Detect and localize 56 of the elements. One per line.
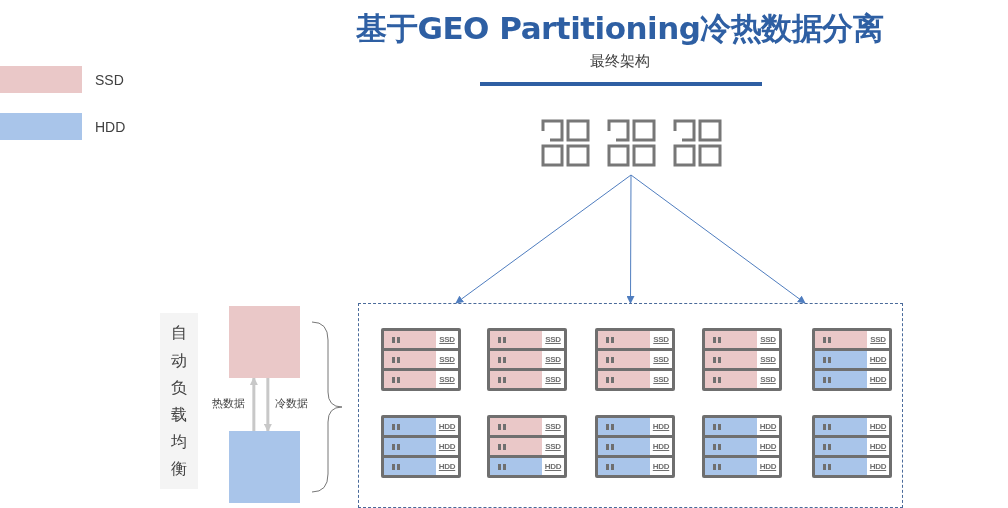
drive-label: HDD [438, 422, 456, 431]
app-icons-drawing [540, 118, 722, 168]
server-rack [381, 328, 461, 391]
storage-tier-block [229, 431, 300, 503]
drive-label: HDD [759, 442, 777, 451]
storage-tier-block [229, 306, 300, 378]
arrow [249, 377, 258, 431]
drive-label: HDD [759, 462, 777, 471]
arrow [626, 174, 635, 304]
drive-label: SSD [760, 335, 776, 344]
drive-label: SSD [760, 355, 776, 364]
drive-label: HDD [544, 462, 562, 471]
server-rack [487, 328, 567, 391]
drive-label: HDD [869, 375, 887, 384]
drive-label: HDD [652, 442, 670, 451]
drive-label: SSD [545, 355, 561, 364]
server-cluster-frame [358, 303, 903, 508]
drive-label: SSD [439, 335, 455, 344]
edge-label: 热数据 [212, 396, 245, 411]
drive-label: HDD [438, 442, 456, 451]
arrow [263, 378, 272, 432]
drive-label: HDD [869, 442, 887, 451]
drive-label: HDD [652, 422, 670, 431]
server-rack [595, 415, 675, 478]
drive-label: SSD [653, 355, 669, 364]
drive-label: SSD [653, 335, 669, 344]
drive-label: SSD [760, 375, 776, 384]
drive-label: HDD [869, 422, 887, 431]
drive-label: SSD [545, 422, 561, 431]
drive-label: SSD [545, 375, 561, 384]
title: 基于GEO Partitioning冷热数据分离 [355, 9, 885, 48]
server-rack [487, 415, 567, 478]
legend-label: SSD [95, 72, 124, 88]
drive-label: HDD [438, 462, 456, 471]
server-rack [812, 328, 892, 391]
drive-label: SSD [653, 375, 669, 384]
server-rack [702, 328, 782, 391]
drive-label: HDD [869, 462, 887, 471]
drive-label: SSD [439, 375, 455, 384]
drive-label: SSD [870, 335, 886, 344]
subtitle: 最终架构 [589, 52, 651, 71]
server-rack [381, 415, 461, 478]
drive-label: HDD [652, 462, 670, 471]
edge-label: 冷数据 [275, 396, 308, 411]
drive-label: HDD [759, 422, 777, 431]
vertical-label: 自动负载均衡 [171, 323, 187, 480]
drive-label: HDD [869, 355, 887, 364]
drive-label: SSD [545, 442, 561, 451]
arrow [630, 174, 806, 304]
drive-label: SSD [545, 335, 561, 344]
drive-label: SSD [439, 355, 455, 364]
server-rack [812, 415, 892, 478]
arrow [455, 174, 632, 304]
server-rack [595, 328, 675, 391]
legend-label: HDD [95, 119, 126, 135]
server-rack [702, 415, 782, 478]
